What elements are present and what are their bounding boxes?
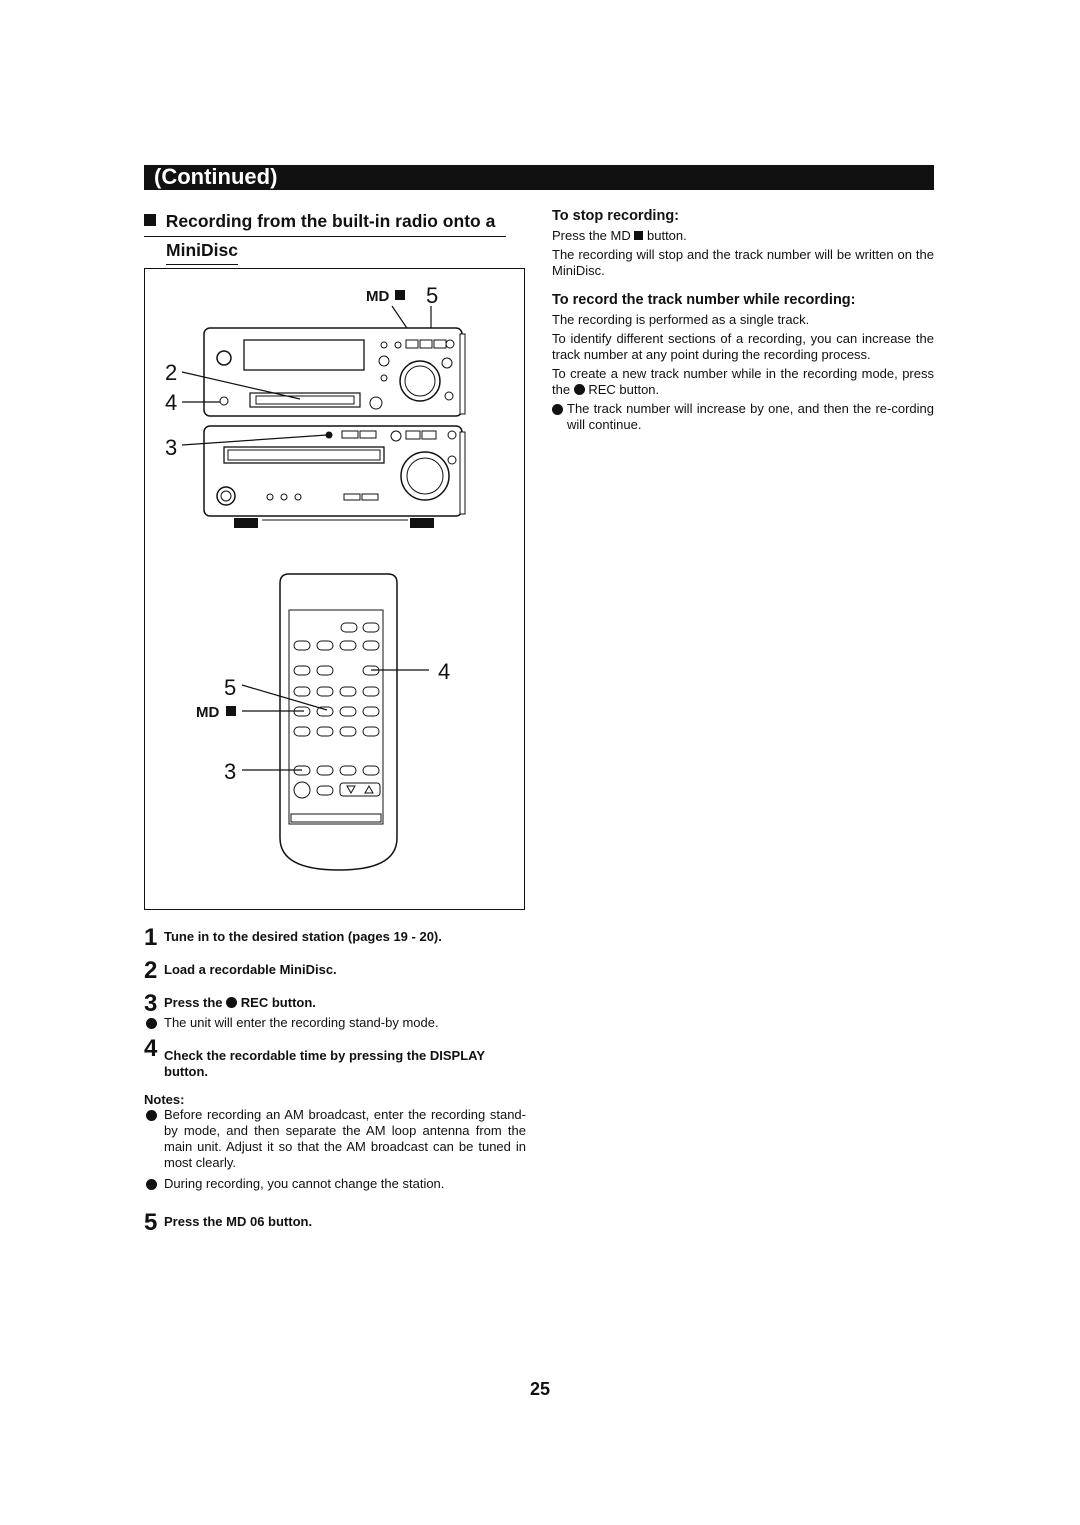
- callout-2: 2: [165, 360, 177, 385]
- continued-banner: (Continued): [144, 164, 934, 190]
- bullet-icon: [146, 1110, 157, 1121]
- callout-remote-3: 3: [224, 759, 236, 784]
- callout-remote-5: 5: [224, 675, 236, 700]
- step-number: 1: [144, 924, 158, 951]
- stop-square-icon-remote: [226, 706, 236, 716]
- track-p3: To create a new track number while in th…: [552, 366, 934, 397]
- track-number-heading: To record the track number while recordi…: [552, 292, 856, 308]
- md-deck-unit: [203, 327, 466, 417]
- step-3: 3 Press the REC button.: [144, 990, 526, 1017]
- step-number: 3: [144, 990, 158, 1017]
- track-p2: To identify different sections of a reco…: [552, 331, 934, 362]
- bullet-icon: [146, 1018, 157, 1029]
- step-text-post: REC button.: [240, 995, 316, 1010]
- track-bullet: The track number will increase by one, a…: [552, 401, 934, 433]
- page-number: 25: [529, 1379, 551, 1399]
- step-2: 2 Load a recordable MiniDisc.: [144, 957, 526, 984]
- stop-recording-line2: The recording will stop and the track nu…: [552, 247, 934, 278]
- steps-list: 1 Tune in to the desired station (pages …: [144, 924, 526, 1236]
- stop-recording-line1: Press the MD button.: [552, 228, 687, 243]
- step-number: 2: [144, 957, 158, 984]
- tuner-unit: [203, 425, 466, 528]
- bullet-icon: [552, 404, 563, 415]
- step-1: 1 Tune in to the desired station (pages …: [144, 924, 526, 951]
- square-bullet-icon: [144, 214, 156, 226]
- step-text: Press the MD 06 button.: [164, 1214, 313, 1229]
- note-item: Before recording an AM broadcast, enter …: [144, 1107, 526, 1171]
- right-column: To stop recording: Press the MD button. …: [552, 208, 934, 433]
- step-text-pre: Press the: [164, 995, 223, 1010]
- remote-control: [279, 573, 398, 871]
- notes-title: Notes:: [144, 1092, 185, 1107]
- callout-4: 4: [165, 390, 177, 415]
- banner-label: (Continued): [154, 164, 278, 189]
- track-p1: The recording is performed as a single t…: [552, 312, 810, 327]
- step-3-bullet: The unit will enter the recording stand-…: [144, 1015, 526, 1031]
- callout-remote-4: 4: [438, 659, 450, 684]
- section-title: Recording from the built-in radio onto a…: [144, 208, 506, 265]
- stop-square-icon: [395, 290, 405, 300]
- rec-dot-icon: [226, 997, 238, 1008]
- bullet-icon: [146, 1179, 157, 1190]
- step-5: 5 Press the MD 06 button.: [144, 1209, 526, 1236]
- step-text: Load a recordable MiniDisc.: [164, 962, 337, 977]
- step-text: Tune in to the desired station (pages 19…: [164, 929, 442, 944]
- md-stop-label-remote: MD: [196, 704, 219, 721]
- step-number: 4: [144, 1035, 158, 1062]
- note-item: During recording, you cannot change the …: [144, 1176, 526, 1192]
- step-number: 5: [144, 1209, 158, 1236]
- rec-dot-icon: [573, 384, 585, 395]
- stop-square-icon: [634, 231, 644, 240]
- callout-3: 3: [165, 435, 177, 460]
- section-title-line2: MiniDisc: [166, 237, 238, 265]
- callout-top-5: 5: [426, 283, 438, 308]
- device-illustration: MD 5: [144, 268, 525, 910]
- step-4: 4 Check the recordable time by pressing …: [144, 1037, 526, 1080]
- md-stop-label-top: MD: [366, 288, 389, 305]
- step-text: Check the recordable time by pressing th…: [164, 1048, 485, 1079]
- section-title-line1: Recording from the built-in radio onto a: [144, 208, 506, 237]
- stop-recording-heading: To stop recording:: [552, 208, 680, 224]
